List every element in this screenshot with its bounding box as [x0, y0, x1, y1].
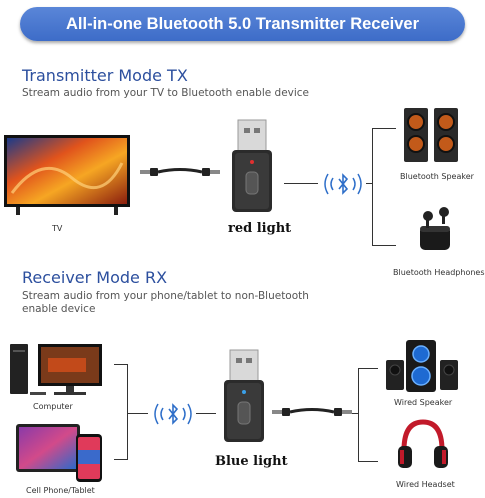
phone-tablet-caption: Cell Phone/Tablet — [26, 486, 95, 495]
wired-speaker-icon — [386, 340, 458, 392]
transmitter-mode-title: Transmitter Mode TX — [22, 66, 188, 85]
usb-adapter-rx — [224, 349, 264, 442]
headset-icon — [398, 419, 448, 468]
output-bracket-tx — [372, 128, 396, 246]
bracket-stem — [366, 183, 372, 184]
wired-headset-caption: Wired Headset — [396, 480, 455, 489]
aux-cable-icon — [140, 168, 220, 176]
earbuds-icon — [420, 207, 450, 250]
bracket-stem-rx — [128, 413, 148, 414]
bracket-stem-out — [352, 413, 358, 414]
usb-adapter-tx — [232, 119, 272, 212]
wired-speaker-caption: Wired Speaker — [394, 398, 453, 407]
connector-line-rx — [196, 413, 216, 414]
source-bracket-rx — [114, 364, 128, 460]
receiver-mode-description-1: Stream audio from your phone/tablet to n… — [22, 290, 309, 302]
aux-cable-icon-rx — [272, 408, 352, 416]
transmitter-mode-description: Stream audio from your TV to Bluetooth e… — [22, 87, 310, 99]
bluetooth-headphones-caption: Bluetooth Headphones — [393, 268, 485, 277]
output-bracket-rx — [358, 368, 378, 462]
blue-light-label: Blue light — [215, 454, 288, 469]
red-light-label: red light — [228, 221, 292, 236]
bluetooth-icon-rx — [154, 403, 192, 425]
speaker-icon — [404, 108, 458, 162]
page-banner: All-in-one Bluetooth 5.0 Transmitter Rec… — [20, 7, 465, 41]
bluetooth-speaker-caption: Bluetooth Speaker — [400, 172, 474, 181]
receiver-mode-description-2: enable device — [22, 303, 96, 315]
phone-tablet-icon — [16, 424, 102, 482]
tv-caption: TV — [52, 224, 63, 233]
connector-line — [284, 183, 318, 184]
computer-caption: Computer — [33, 402, 73, 411]
computer-icon — [10, 344, 102, 395]
bluetooth-icon — [324, 173, 362, 195]
tv-icon — [4, 135, 130, 215]
receiver-mode-title: Receiver Mode RX — [22, 268, 168, 287]
